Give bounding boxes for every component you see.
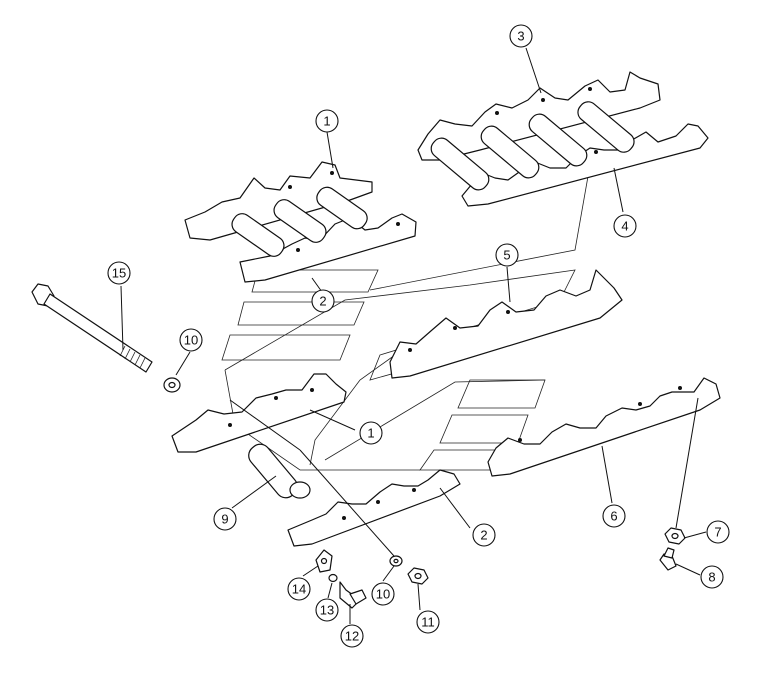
callout-label: 2: [319, 294, 326, 309]
nut: [407, 567, 429, 585]
callout-10-upper: 10: [179, 328, 203, 352]
callout-label: 3: [517, 29, 524, 44]
callout-15: 15: [107, 261, 131, 285]
callout-label: 15: [112, 266, 126, 281]
grouser-section-upper-right: [417, 71, 709, 207]
callout-2-lower: 2: [472, 523, 496, 547]
callout-label: 12: [345, 629, 359, 644]
washer-lower: [389, 555, 403, 567]
callout-label: 4: [621, 219, 628, 234]
grouser-section-lower-right: [487, 377, 721, 477]
grouser-section-bottom: [287, 469, 461, 547]
grouser-section-lower-left: [171, 373, 347, 453]
callout-label: 11: [421, 615, 435, 630]
grouser-section-middle: [389, 269, 623, 379]
callout-label: 13: [320, 603, 334, 618]
grouser-section-upper: [184, 161, 417, 283]
leader-lines: [120, 47, 707, 624]
small-bolt: [339, 581, 367, 609]
long-bolt: [31, 283, 153, 373]
callout-label: 10: [184, 333, 198, 348]
hex-nut-right: [664, 527, 686, 545]
callout-label: 6: [610, 509, 617, 524]
callout-label: 2: [480, 528, 487, 543]
callout-label: 9: [221, 512, 228, 527]
callout-4: 4: [613, 214, 637, 238]
hex-bolt-right: [659, 547, 677, 571]
callout-label: 14: [292, 582, 306, 597]
callout-1-upper: 1: [315, 109, 339, 133]
callout-label: 7: [714, 525, 721, 540]
callout-12: 12: [340, 624, 364, 648]
callout-2-upper: 2: [311, 289, 335, 313]
washer-upper: [163, 377, 181, 393]
callout-7: 7: [706, 520, 730, 544]
callout-label: 5: [503, 248, 510, 263]
callout-8: 8: [700, 565, 724, 589]
callout-9: 9: [213, 507, 237, 531]
callout-label: 1: [367, 426, 374, 441]
callout-3: 3: [509, 24, 533, 48]
callout-13: 13: [315, 598, 339, 622]
callout-label: 1: [323, 114, 330, 129]
clip-plate: [315, 549, 333, 573]
spacer-tube: [248, 443, 311, 499]
callout-1-lower: 1: [359, 421, 383, 445]
callout-11: 11: [416, 610, 440, 634]
callout-label: 8: [708, 570, 715, 585]
callout-label: 10: [376, 587, 390, 602]
callout-10-lower: 10: [371, 582, 395, 606]
lock-washer: [328, 573, 338, 583]
callout-14: 14: [287, 577, 311, 601]
callout-6: 6: [602, 504, 626, 528]
callout-5: 5: [495, 243, 519, 267]
